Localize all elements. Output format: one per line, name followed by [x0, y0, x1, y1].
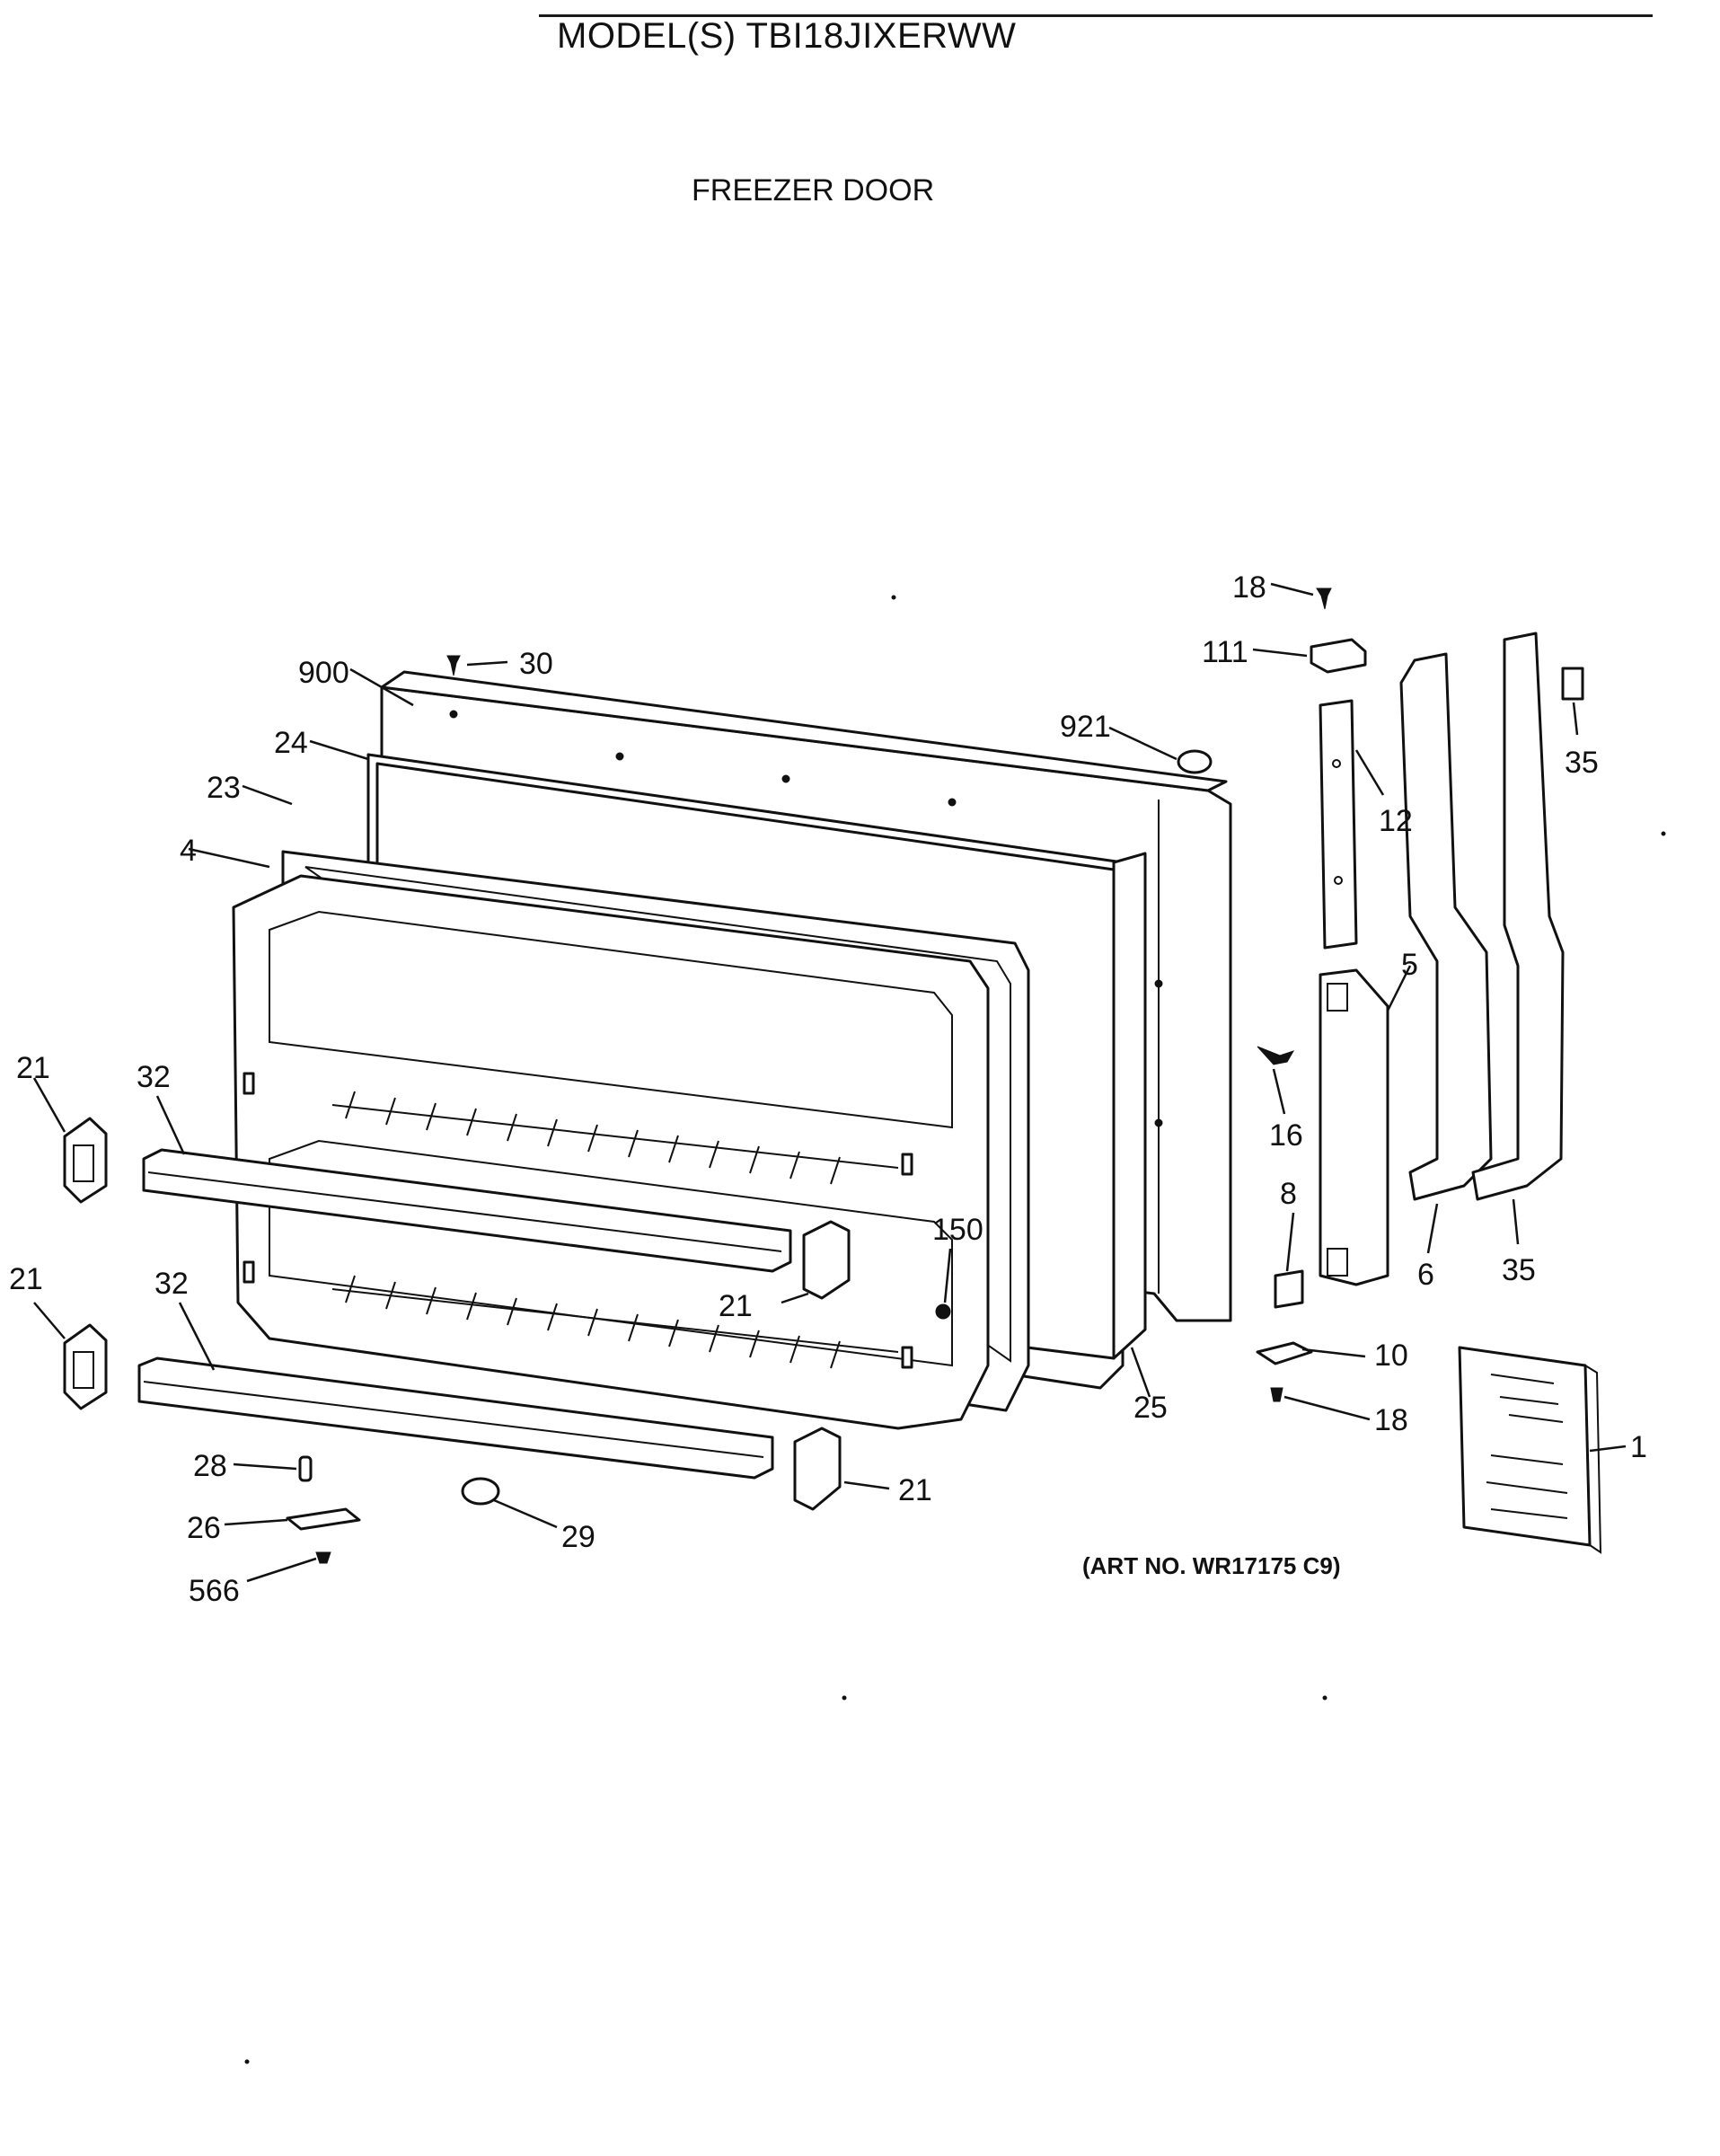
callout-10: 10: [1374, 1339, 1408, 1373]
screw-566: [315, 1551, 331, 1564]
callouts: 18 111 30 900 921 24 23 4 12 35 5 21 32 …: [9, 570, 1647, 1608]
screw-16: [1257, 1046, 1295, 1065]
screw-30: [446, 655, 461, 676]
literature-1: [1458, 1346, 1602, 1554]
callout-29: 29: [561, 1520, 595, 1554]
callout-35-bottom: 35: [1502, 1253, 1536, 1287]
callout-150: 150: [932, 1213, 983, 1247]
callout-35-top: 35: [1565, 746, 1599, 780]
leader-lines: [32, 582, 1627, 1583]
callout-900: 900: [298, 656, 349, 690]
art-number: (ART NO. WR17175 C9): [1082, 1552, 1341, 1579]
callout-8: 8: [1280, 1177, 1297, 1211]
trim-35: [1561, 667, 1584, 701]
hinge-bracket-12: [1319, 699, 1358, 950]
callout-30: 30: [519, 647, 553, 681]
callout-21-lower-left: 21: [9, 1262, 43, 1296]
handle-35: [1471, 632, 1565, 1201]
callout-25: 25: [1133, 1391, 1168, 1425]
callout-6: 6: [1417, 1258, 1434, 1292]
screw-18-bottom: [1270, 1387, 1283, 1402]
shim-8: [1274, 1269, 1304, 1309]
callout-566: 566: [189, 1574, 240, 1608]
scan-specks: [244, 595, 1666, 2064]
callout-1: 1: [1630, 1430, 1647, 1464]
end-cap-upper-right: [802, 1220, 851, 1300]
page-title: MODEL(S) TBI18JIXERWW: [557, 16, 1017, 56]
header-rule: [539, 14, 1653, 17]
callout-12: 12: [1379, 804, 1413, 838]
door-inner-liner: [232, 874, 990, 1430]
diagram-subtitle: FREEZER DOOR: [692, 173, 935, 208]
callout-32-lower: 32: [154, 1267, 189, 1301]
upper-shelf-bar: [142, 1148, 792, 1273]
lower-shelf-bar: [137, 1356, 774, 1480]
screw-18-top: [1316, 588, 1332, 610]
callout-16: 16: [1269, 1118, 1303, 1153]
bracket-26: [286, 1507, 361, 1531]
callout-26: 26: [187, 1511, 221, 1545]
callout-4: 4: [180, 834, 197, 868]
callout-5: 5: [1401, 948, 1418, 982]
end-cap-upper-left: [63, 1117, 108, 1204]
callout-28: 28: [193, 1449, 227, 1483]
callout-18-bottom: 18: [1374, 1403, 1408, 1437]
end-cap-lower-left: [63, 1323, 108, 1410]
hinge-cap-111: [1310, 638, 1367, 674]
callout-21-lower-right: 21: [898, 1473, 932, 1507]
handle-6: [1399, 652, 1493, 1201]
screw-150: [935, 1303, 951, 1320]
bumper-29: [461, 1477, 500, 1506]
callout-921: 921: [1060, 710, 1111, 744]
hinge-bracket-5: [1319, 968, 1389, 1286]
callout-23: 23: [207, 771, 241, 805]
stop-28: [298, 1455, 313, 1482]
callout-111: 111: [1202, 635, 1248, 669]
shelf-ridges: [331, 1091, 899, 1369]
callout-21-upper-left: 21: [16, 1051, 50, 1085]
callout-21-middle: 21: [719, 1289, 753, 1323]
plug-921: [1177, 749, 1213, 774]
hinge-plate-10: [1256, 1341, 1313, 1365]
callout-18-top: 18: [1232, 570, 1266, 605]
callout-24: 24: [274, 726, 308, 760]
end-cap-lower-right: [793, 1427, 842, 1511]
callout-32-upper: 32: [137, 1060, 171, 1094]
